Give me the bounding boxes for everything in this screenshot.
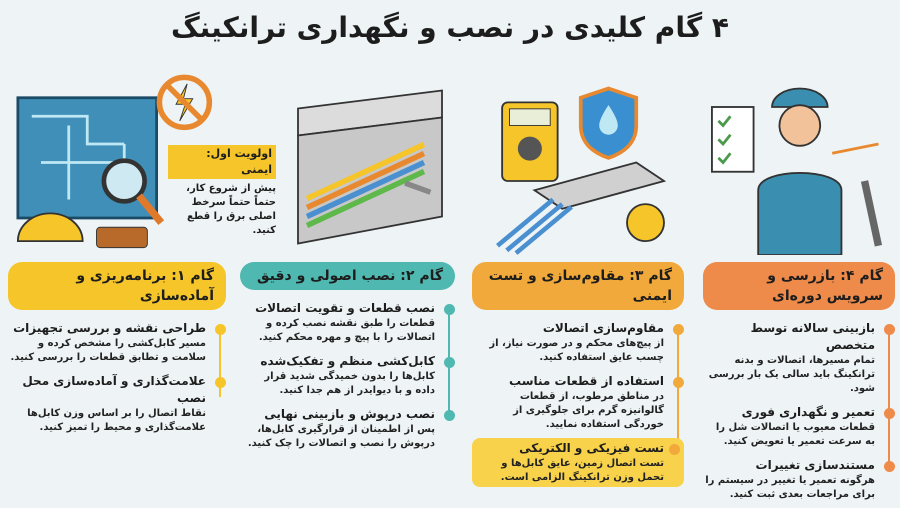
item-text: پس از اطمینان از قرارگیری کابل‌ها، درپوش… — [247, 424, 435, 449]
item-title: طراحی نقشه و بررسی تجهیزات — [13, 321, 206, 335]
item-text: در مناطق مرطوب، از قطعات گالوانیزه گرم ب… — [513, 391, 664, 430]
step-3-column: گام ۳: مقاوم‌سازی و تست ایمنی مقاوم‌سازی… — [472, 262, 684, 491]
step-2-header: گام ۲: نصب اصولی و دقیق — [240, 262, 455, 290]
item-title: مستندسازی تغییرات — [755, 458, 875, 472]
bullet-dot — [669, 444, 680, 455]
bullet-dot — [215, 324, 226, 335]
technician-illustration — [711, 87, 883, 255]
item-text: قطعات را طبق نقشه نصب کرده و اتصالات را … — [258, 318, 435, 343]
safety-title: اولویت اول: ایمنی — [168, 145, 276, 179]
item-title: مقاوم‌سازی اتصالات — [542, 321, 664, 335]
list-item: علامت‌گذاری و آماده‌سازی محل نصب نقاط اتص… — [8, 371, 226, 437]
step-4-column: گام ۴: بازرسی و سرویس دوره‌ای بازبینی سا… — [703, 262, 895, 508]
bullet-dot — [884, 324, 895, 335]
bullet-dot — [444, 304, 455, 315]
list-item: مقاوم‌سازی اتصالات از پیچ‌های محکم و در ص… — [472, 318, 684, 367]
item-title: بازبینی سالانه توسط متخصص — [750, 321, 875, 352]
step-4-header: گام ۴: بازرسی و سرویس دوره‌ای — [703, 262, 895, 310]
item-title: تست فیزیکی و الکتریکی — [519, 441, 664, 455]
item-text: تست اتصال زمین، عایق کابل‌ها و تحمل وزن … — [500, 458, 664, 483]
list-item: مستندسازی تغییرات هرگونه تعمیر یا تغییر د… — [703, 455, 895, 504]
trunking-installation-illustration — [297, 89, 443, 245]
list-item: کابل‌کشی منظم و تفکیک‌شده کابل‌ها را بدون… — [240, 351, 455, 400]
bullet-dot — [215, 377, 226, 388]
list-item: طراحی نقشه و بررسی تجهیزات مسیر کابل‌کشی … — [8, 318, 226, 367]
step-1-header: گام ۱: برنامه‌ریزی و آماده‌سازی — [8, 262, 226, 310]
page-title: ۴ گام کلیدی در نصب و نگهداری ترانکینگ — [171, 11, 729, 44]
list-item: تعمیر و نگهداری فوری قطعات معیوب یا اتصال… — [703, 402, 895, 451]
item-title: نصب قطعات و تقویت اتصالات — [255, 301, 435, 315]
item-text: کابل‌ها را بدون خمیدگی شدید قرار داده و … — [264, 371, 435, 396]
item-text: مسیر کابل‌کشی را مشخص کرده و سلامت و تطا… — [10, 338, 207, 363]
testing-illustration — [496, 86, 667, 255]
item-title: نصب درپوش و بازبینی نهایی — [264, 407, 435, 421]
item-text: تمام مسیرها، اتصالات و بدنه ترانکینگ بای… — [708, 355, 875, 394]
item-title: تعمیر و نگهداری فوری — [741, 405, 875, 419]
item-title: کابل‌کشی منظم و تفکیک‌شده — [260, 354, 435, 368]
item-text: قطعات معیوب یا اتصالات شل را به سرعت تعم… — [715, 422, 875, 447]
list-item: نصب قطعات و تقویت اتصالات قطعات را طبق نق… — [240, 298, 455, 347]
safety-callout: اولویت اول: ایمنی پیش از شروع کار، حتماً… — [168, 145, 276, 238]
step-2-column: گام ۲: نصب اصولی و دقیق نصب قطعات و تقوی… — [240, 262, 455, 457]
bullet-dot — [673, 377, 684, 388]
item-text: هرگونه تعمیر یا تغییر در سیستم را برای م… — [705, 475, 875, 500]
item-title: استفاده از قطعات مناسب — [509, 374, 664, 388]
step-3-header: گام ۳: مقاوم‌سازی و تست ایمنی — [472, 262, 684, 310]
list-item: نصب درپوش و بازبینی نهایی پس از اطمینان ا… — [240, 404, 455, 453]
safety-text: پیش از شروع کار، حتماً حتماً سرخط اصلی ب… — [186, 183, 276, 236]
list-item: استفاده از قطعات مناسب در مناطق مرطوب، از… — [472, 371, 684, 434]
item-text: نقاط اتصال را بر اساس وزن کابل‌ها علامت‌… — [27, 408, 206, 433]
bullet-dot — [884, 408, 895, 419]
list-item-highlighted: تست فیزیکی و الکتریکی تست اتصال زمین، عای… — [472, 438, 684, 487]
step-1-column: گام ۱: برنامه‌ریزی و آماده‌سازی طراحی نق… — [8, 262, 226, 441]
bullet-dot — [444, 357, 455, 368]
bullet-dot — [444, 410, 455, 421]
item-title: علامت‌گذاری و آماده‌سازی محل نصب — [22, 374, 206, 405]
bullet-dot — [673, 324, 684, 335]
bullet-dot — [884, 461, 895, 472]
item-text: از پیچ‌های محکم و در صورت نیاز، از چسب ع… — [489, 338, 664, 363]
blueprint-illustration — [16, 74, 213, 249]
